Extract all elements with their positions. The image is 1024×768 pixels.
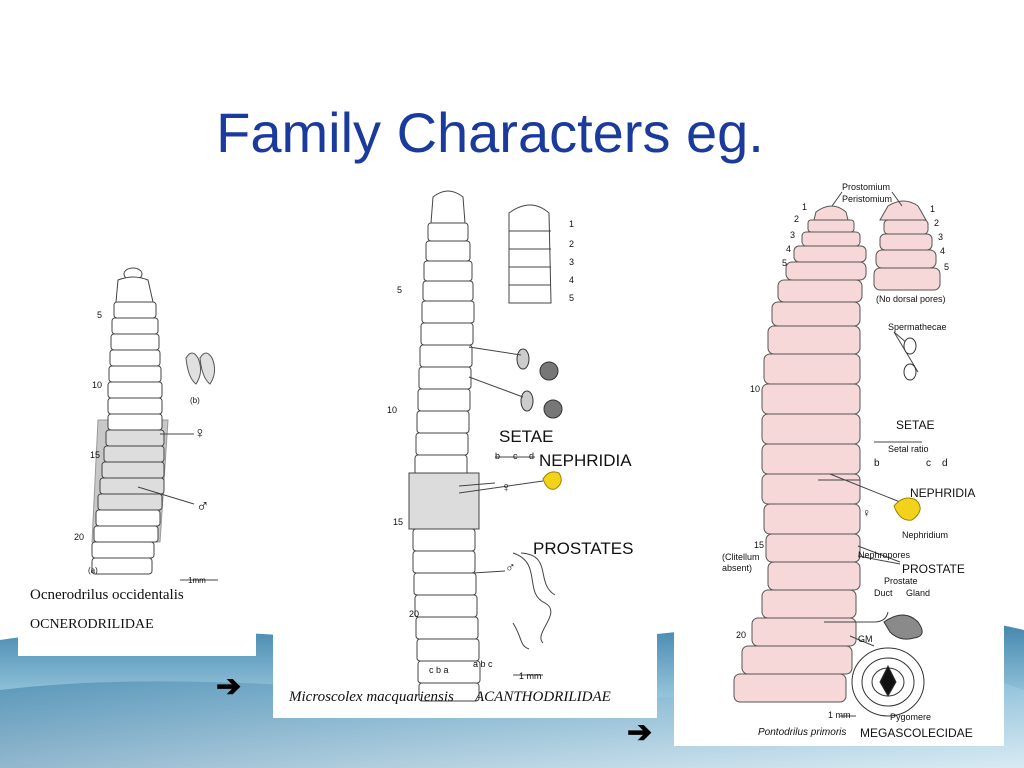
- segment-number-4: 4: [786, 244, 792, 254]
- bottom-letters-left: c b a: [429, 665, 449, 675]
- prostate-label: PROSTATE: [902, 562, 965, 576]
- female-symbol: ♀: [501, 479, 512, 495]
- segment-number-20: 20: [736, 630, 747, 640]
- setal-letter-d: d: [942, 458, 948, 469]
- worm-diagram-microscolex: [408, 190, 563, 702]
- scale-bar-label: 1 mm: [519, 671, 542, 681]
- segment-number-20: 20: [74, 532, 85, 542]
- nephridia-label: NEPHRIDIA: [910, 486, 976, 500]
- segment-number-15: 15: [393, 517, 404, 527]
- segment-number-10: 10: [387, 405, 398, 415]
- prostate-sub-label: Prostate: [884, 576, 918, 586]
- segment-number-10: 10: [750, 384, 761, 394]
- setae-letter-b: b: [495, 451, 501, 461]
- caption-species: Microscolex macquariensis: [289, 689, 454, 705]
- gm-label: GM: [858, 634, 873, 644]
- prostomium-label: Prostomium: [842, 182, 891, 192]
- panel-megascolecidae: Prostomium Peristomium 1 2 3 4 5 1 2 3 4…: [674, 176, 1004, 746]
- caption-family: ACANTHODRILIDAE: [475, 689, 611, 705]
- figure-label-b: (b): [190, 396, 200, 405]
- inset-number-1: 1: [569, 219, 575, 229]
- segment-number-5: 5: [782, 258, 788, 268]
- segment-number-15: 15: [754, 540, 765, 550]
- nephridium-label: Nephridium: [902, 530, 949, 540]
- no-dorsal-pores-label: (No dorsal pores): [876, 294, 946, 304]
- arrow-icon: ➔: [216, 670, 242, 703]
- female-symbol: ♀: [862, 506, 871, 520]
- segment-number-5: 5: [397, 285, 403, 295]
- worm-diagram-pontodrilus: [733, 191, 941, 717]
- gland-label: Gland: [906, 588, 931, 598]
- setae-label: SETAE: [499, 427, 554, 446]
- inset-number-3: 3: [569, 257, 575, 267]
- family-name: MEGASCOLECIDAE: [860, 726, 973, 740]
- spermathecae-label: Spermathecae: [888, 322, 947, 332]
- species-name: Ocnerodrilus occidentalis: [30, 587, 184, 603]
- family-name: OCNERODRILIDAE: [30, 617, 154, 632]
- inset-number-5: 5: [944, 262, 950, 272]
- segment-number-15: 15: [90, 450, 101, 460]
- inset-number-4: 4: [940, 246, 946, 256]
- clitellum-absent-label: (Clitellum absent): [722, 552, 760, 573]
- setae-label: SETAE: [896, 418, 935, 432]
- setae-letter-c: c: [513, 451, 518, 461]
- peristomium-label: Peristomium: [842, 194, 893, 204]
- setal-letter-c: c: [926, 458, 931, 469]
- segment-number-1: 1: [802, 202, 808, 212]
- scale-bar-label: 1 mm: [828, 710, 851, 720]
- nephridia-label: NEPHRIDIA: [539, 451, 632, 470]
- pygomere-label: Pygomere: [890, 712, 932, 722]
- nephropores-label: Nephropores: [858, 550, 911, 560]
- slide-title: Family Characters eg.: [216, 101, 764, 164]
- scale-bar-label: 1mm: [188, 576, 206, 585]
- worm-diagram-ocnerodrilus: [91, 267, 218, 581]
- panel-acanthodrilidae: 5 10 15 20 1 2 3 4 5 SETAE b c d NEPHRID…: [273, 183, 657, 718]
- panel-ocnerodrilidae: 5 10 15 20 (b) (a) ♀ ♂ 1mm Ocnerodrilus …: [18, 262, 256, 656]
- inset-number-1: 1: [930, 204, 936, 214]
- inset-number-2: 2: [569, 239, 575, 249]
- setal-ratio-label: Setal ratio: [888, 444, 929, 454]
- segment-number-5: 5: [97, 310, 103, 320]
- species-name: Pontodrilus primoris: [758, 727, 847, 738]
- segment-number-3: 3: [790, 230, 796, 240]
- inset-number-5: 5: [569, 293, 575, 303]
- female-symbol: ♀: [194, 425, 206, 442]
- inset-number-4: 4: [569, 275, 575, 285]
- bottom-letters-right: a b c: [473, 659, 493, 669]
- setal-letter-b: b: [874, 458, 880, 469]
- male-symbol: ♂: [196, 496, 210, 516]
- setae-letter-d: d: [529, 451, 535, 461]
- segment-number-2: 2: [794, 214, 800, 224]
- duct-label: Duct: [874, 588, 893, 598]
- segment-number-10: 10: [92, 380, 103, 390]
- segment-number-20: 20: [409, 609, 420, 619]
- prostates-label: PROSTATES: [533, 539, 634, 558]
- inset-number-3: 3: [938, 232, 944, 242]
- arrow-icon: ➔: [627, 716, 653, 749]
- male-symbol: ♂: [505, 559, 516, 575]
- figure-label-a: (a): [88, 566, 98, 575]
- inset-number-2: 2: [934, 218, 940, 228]
